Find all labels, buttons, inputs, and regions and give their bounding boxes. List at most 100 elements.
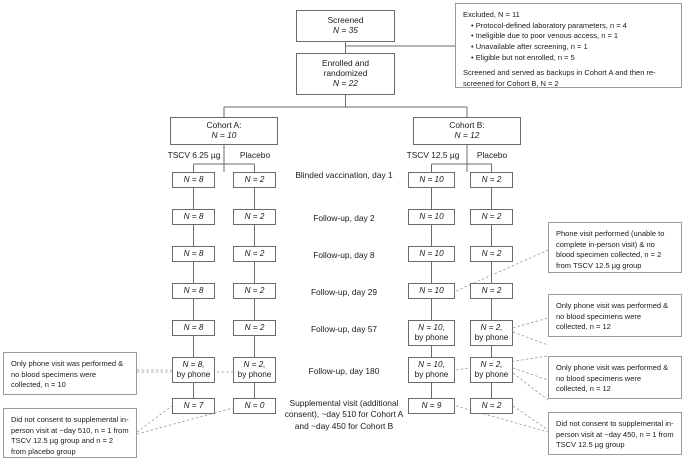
count-text: N = 10 [419, 249, 444, 259]
count-box-a-tscv-2: N = 8 [172, 246, 215, 262]
supplemental-line1: Supplemental visit [289, 398, 358, 408]
enrolled-label-line2: randomized [323, 68, 368, 79]
count-text: N = 2 [244, 175, 265, 185]
enrolled-count: N = 22 [333, 77, 358, 88]
count-subtext: by phone [237, 370, 272, 379]
excluded-bullet-2: • Ineligible due to poor venous access, … [471, 31, 619, 41]
stage-label-supplemental: Supplemental visit (additional consent),… [283, 398, 405, 432]
count-box-a-placebo-5: N = 2,by phone [233, 357, 276, 383]
count-text: N = 2 [244, 286, 265, 296]
count-text: N = 2 [481, 249, 502, 259]
count-subtext: by phone [414, 333, 449, 342]
count-text: N = 8, [182, 360, 205, 370]
arm-label-b-tscv: TSCV 12.5 µg [406, 150, 460, 160]
count-text: N = 10 [419, 175, 444, 185]
count-box-a-tscv-6: N = 7 [172, 398, 215, 414]
node-screened: Screened N = 35 [296, 10, 395, 42]
note-no-consent-cohort-b: Did not consent to supplemental in-perso… [548, 412, 682, 455]
note-phone-visit-day29: Phone visit performed (unable to complet… [548, 222, 682, 273]
excluded-bullet-3: • Unavailable after screening, n = 1 [471, 41, 588, 51]
count-subtext: by phone [414, 370, 449, 379]
excluded-bullet-4-text: Eligible but not enrolled, n = 5 [475, 52, 575, 62]
count-text: N = 2 [481, 286, 502, 296]
stage-label-3: Follow-up, day 29 [310, 287, 378, 297]
count-text: N = 2 [244, 249, 265, 259]
count-box-b-tscv-4: N = 10,by phone [408, 320, 455, 346]
screened-count: N = 35 [333, 25, 358, 35]
count-box-a-tscv-5: N = 8,by phone [172, 357, 215, 383]
count-box-b-tscv-6: N = 9 [408, 398, 455, 414]
count-text: N = 10 [419, 212, 444, 222]
supplemental-line3: ~day 510 for Cohort [321, 409, 396, 420]
enrolled-label-line1: Enrolled and [321, 58, 370, 69]
count-box-b-tscv-0: N = 10 [408, 172, 455, 188]
supplemental-line5: Cohort B [360, 420, 394, 431]
count-box-b-placebo-1: N = 2 [470, 209, 513, 225]
count-box-b-placebo-6: N = 2 [470, 398, 513, 414]
arm-label-b-placebo: Placebo [476, 150, 508, 160]
excluded-bullet-1-text: Protocol-defined laboratory parameters, … [475, 20, 627, 30]
screened-label: Screened [327, 15, 364, 26]
supplemental-line4: A and ~day 450 for [294, 409, 404, 431]
excluded-bullet-2-text: Ineligible due to poor venous access, n … [475, 31, 619, 41]
count-box-b-placebo-5: N = 2,by phone [470, 357, 513, 383]
count-text: N = 8 [183, 323, 204, 333]
count-box-a-placebo-2: N = 2 [233, 246, 276, 262]
count-text: N = 2 [244, 212, 265, 222]
excluded-bullet-3-text: Unavailable after screening, n = 1 [475, 41, 588, 51]
stage-label-1: Follow-up, day 2 [313, 213, 375, 223]
stage-label-0-line2: day 1 [372, 170, 393, 180]
count-box-b-placebo-4: N = 2,by phone [470, 320, 513, 346]
count-box-a-placebo-3: N = 2 [233, 283, 276, 299]
note-phone-visit-day57: Only phone visit was performed & no bloo… [548, 294, 682, 337]
node-cohort-b: Cohort B: N = 12 [413, 117, 521, 145]
count-box-a-tscv-4: N = 8 [172, 320, 215, 336]
note-excluded: Excluded, N = 11 • Protocol-defined labo… [455, 3, 682, 88]
count-text: N = 8 [183, 286, 204, 296]
count-box-a-placebo-4: N = 2 [233, 320, 276, 336]
count-subtext: by phone [474, 370, 509, 379]
cohort-a-count: N = 10 [211, 130, 237, 140]
count-text: N = 2 [481, 401, 502, 411]
count-box-b-placebo-0: N = 2 [470, 172, 513, 188]
note-phone-visit-cohort-a: Only phone visit was performed & no bloo… [3, 352, 137, 395]
excluded-heading: Excluded, N = 11 [463, 10, 520, 19]
count-text: N = 8 [183, 212, 204, 222]
node-cohort-a: Cohort A: N = 10 [170, 117, 278, 145]
count-text: N = 2 [244, 323, 265, 333]
stage-label-5: Follow-up, day 180 [308, 366, 380, 376]
count-text: N = 2 [481, 175, 502, 185]
count-box-b-placebo-3: N = 2 [470, 283, 513, 299]
count-box-b-tscv-3: N = 10 [408, 283, 455, 299]
count-text: N = 2, [480, 323, 503, 333]
stage-label-2: Follow-up, day 8 [313, 250, 375, 260]
count-text: N = 2, [243, 360, 266, 370]
stage-label-0: Blinded vaccination, day 1 [285, 170, 403, 181]
count-text: N = 9 [421, 401, 442, 411]
stage-label-4: Follow-up, day 57 [310, 324, 378, 334]
cohort-a-label: Cohort A: [206, 120, 242, 131]
count-box-a-placebo-6: N = 0 [233, 398, 276, 414]
count-box-a-tscv-0: N = 8 [172, 172, 215, 188]
count-box-a-tscv-3: N = 8 [172, 283, 215, 299]
count-text: N = 8 [183, 175, 204, 185]
count-box-a-tscv-1: N = 8 [172, 209, 215, 225]
count-text: N = 8 [183, 249, 204, 259]
count-text: N = 10, [418, 323, 445, 333]
count-box-a-placebo-1: N = 2 [233, 209, 276, 225]
arm-label-a-tscv: TSCV 6.25 µg [167, 150, 221, 160]
count-text: N = 2, [480, 360, 503, 370]
note-no-consent-cohort-a: Did not consent to supplemental in-perso… [3, 408, 137, 458]
cohort-b-count: N = 12 [454, 130, 480, 140]
count-text: N = 10, [418, 360, 445, 370]
note-phone-visit-day180: Only phone visit was performed & no bloo… [548, 356, 682, 399]
count-text: N = 0 [244, 401, 265, 411]
stage-label-0-line1: Blinded vaccination, [295, 170, 370, 180]
excluded-footer: Screened and served as backups in Cohort… [463, 68, 656, 88]
count-text: N = 10 [419, 286, 444, 296]
count-box-b-tscv-5: N = 10,by phone [408, 357, 455, 383]
count-text: N = 7 [183, 401, 204, 411]
arm-label-a-placebo: Placebo [239, 150, 271, 160]
count-box-b-tscv-2: N = 10 [408, 246, 455, 262]
